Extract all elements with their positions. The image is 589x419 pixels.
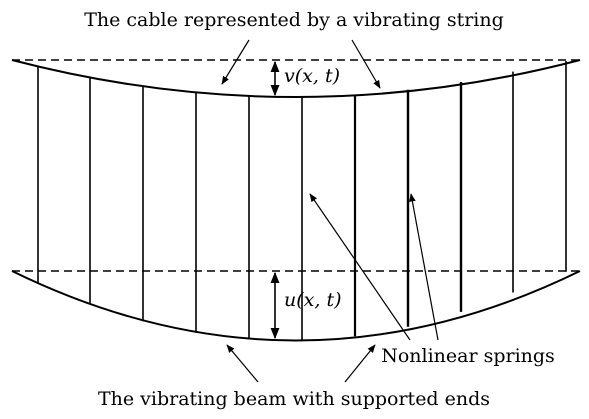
beam-displacement-label: u(x, t) xyxy=(284,289,342,311)
cable-pointer-arrow-right xyxy=(351,39,381,89)
beam-pointer-arrow-right xyxy=(344,344,376,383)
springs-group xyxy=(37,61,567,341)
springs-caption: Nonlinear springs xyxy=(381,345,555,367)
cable-string-curve xyxy=(11,59,581,98)
spring-pointer-arrow-right xyxy=(409,193,439,341)
cable-displacement-label: v(x, t) xyxy=(284,65,340,87)
beam-curve xyxy=(11,270,581,342)
spring-pointer-arrow-left xyxy=(309,193,411,341)
top-caption: The cable represented by a vibrating str… xyxy=(84,9,504,31)
bottom-caption: The vibrating beam with supported ends xyxy=(98,388,490,410)
beam-pointer-arrow-left xyxy=(226,344,259,383)
cable-pointer-arrow-left xyxy=(221,39,250,85)
